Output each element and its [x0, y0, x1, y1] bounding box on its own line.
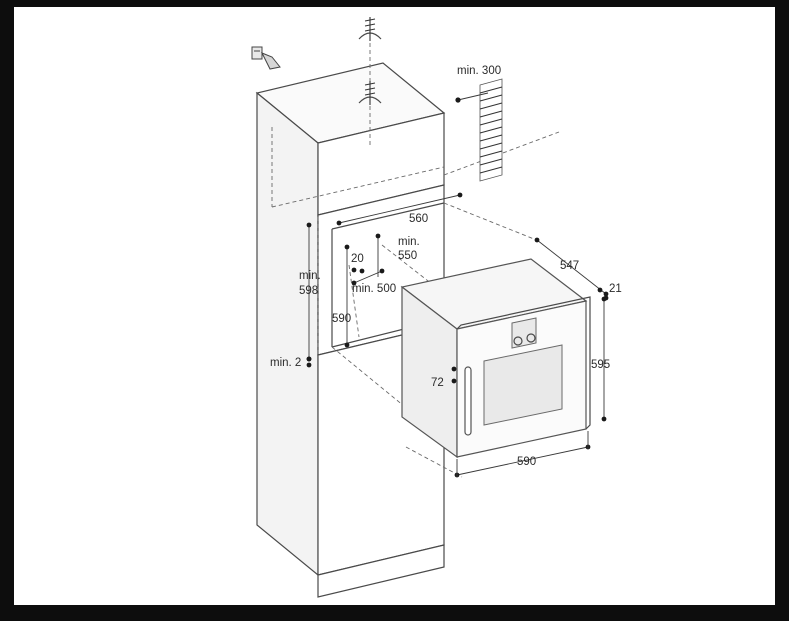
- dimension-labels: min. 300 560 min. 550 547 20 min. 500 21…: [270, 65, 622, 468]
- oven-door-edge: [456, 296, 591, 430]
- power-socket-icon: [251, 46, 281, 70]
- label-590-inner: 590: [332, 313, 351, 325]
- guide-floor-2: [405, 446, 463, 478]
- label-min-2: min. 2: [270, 357, 301, 369]
- guide-back-1: [443, 202, 535, 240]
- label-560: 560: [409, 213, 428, 225]
- niche-back-top: [331, 202, 445, 230]
- diagram-frame: min. 300 560 min. 550 547 20 min. 500 21…: [14, 7, 775, 605]
- guide-floor-1: [331, 346, 455, 448]
- oven-window: [483, 344, 563, 426]
- ventilation-arrow-icon: [358, 17, 382, 41]
- label-min-598-a: min.: [299, 270, 321, 282]
- oven-control-panel: [511, 317, 537, 349]
- label-min-550-a: min.: [398, 236, 420, 248]
- label-min-500: min. 500: [352, 283, 396, 295]
- label-20: 20: [351, 253, 364, 265]
- label-590-width: 590: [517, 456, 536, 468]
- label-min-550-b: 550: [398, 250, 417, 262]
- ventilation-arrow-icon-2: [358, 81, 382, 105]
- guide-diag-1: [271, 166, 445, 208]
- wall-hatch-icon: [479, 78, 503, 182]
- dashed-guides: [271, 29, 560, 478]
- guide-inner-2: [348, 264, 360, 338]
- dimension-lines: [306, 92, 609, 478]
- oven-knob-right-icon: [526, 333, 536, 343]
- oven-handle: [464, 366, 472, 436]
- oven-knob-left-icon: [513, 336, 523, 346]
- label-72: 72: [431, 377, 444, 389]
- oven: [400, 258, 591, 459]
- label-min-300: min. 300: [457, 65, 501, 77]
- label-595: 595: [591, 359, 610, 371]
- label-21: 21: [609, 283, 622, 295]
- label-min-598-b: 598: [299, 285, 318, 297]
- label-547: 547: [560, 260, 579, 272]
- oven-installation-diagram: min. 300 560 min. 550 547 20 min. 500 21…: [251, 17, 622, 598]
- cabinet-plinth: [317, 544, 445, 598]
